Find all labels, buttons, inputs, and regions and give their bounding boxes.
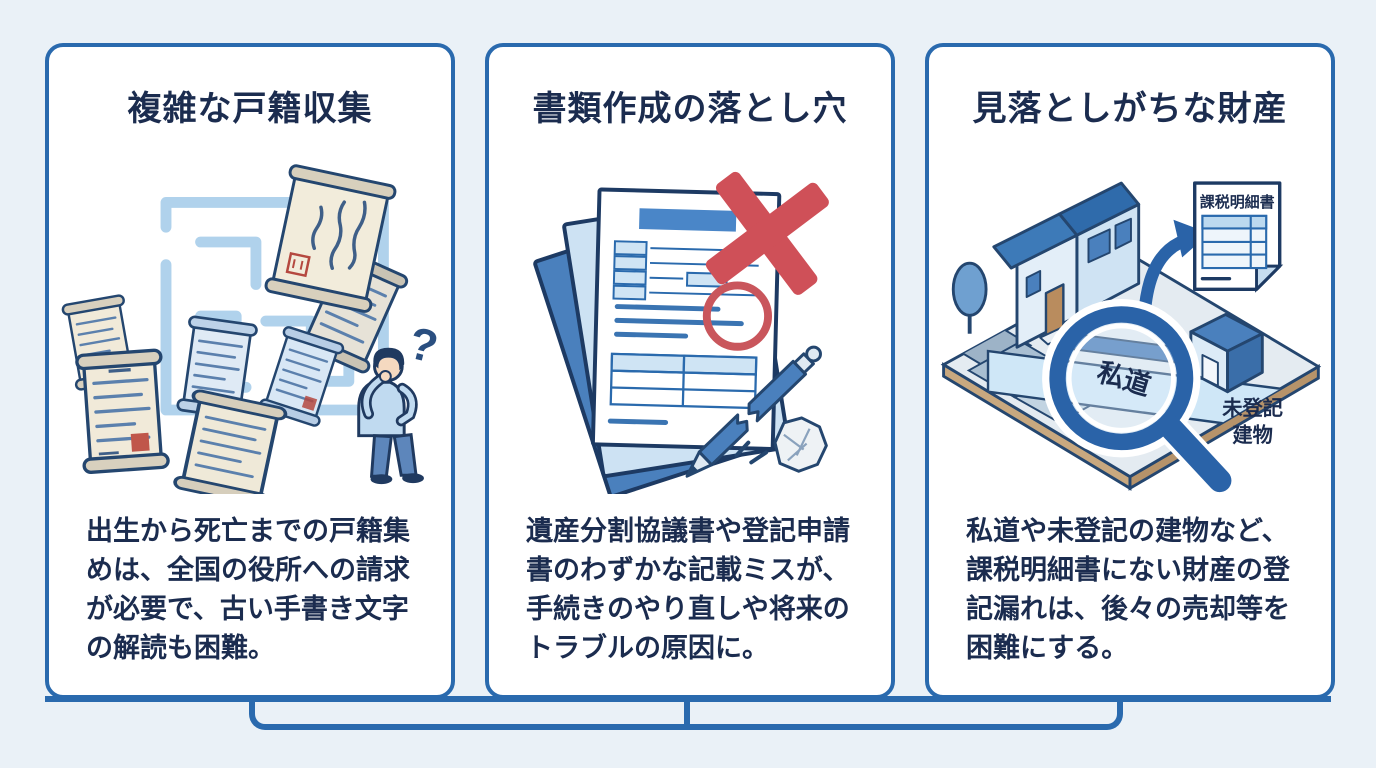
- stress-marks: [734, 440, 769, 465]
- card-description: 出生から死亡までの戸籍集めは、全国の役所への請求が必要で、古い手書き文字の解読も…: [86, 516, 410, 664]
- error-cross-icon: [705, 172, 829, 296]
- connector-center-stub: [684, 702, 690, 728]
- crumpled-paper-icon: [773, 416, 828, 473]
- tree-icon: [951, 261, 988, 334]
- magnifier-icon: [1042, 299, 1236, 495]
- question-mark-icon: ?: [404, 317, 443, 373]
- card-title: 見落としがちな財産: [972, 90, 1288, 128]
- card-title: 複雑な戸籍収集: [127, 90, 373, 128]
- land-plot: [940, 256, 1322, 492]
- koseki-scroll-right-blue: [257, 325, 346, 429]
- card-overlooked-assets: 見落としがちな財産: [925, 43, 1335, 699]
- error-circle-icon: [702, 281, 773, 351]
- card-title: 書類作成の落とし穴: [532, 90, 848, 128]
- calligraphy-scroll: [264, 164, 397, 314]
- unregistered-building-label-line2: 建物: [1232, 423, 1273, 447]
- documents-illustration: [533, 172, 829, 495]
- connector-baseline: [45, 696, 1331, 702]
- broken-pen-icon: [685, 345, 822, 478]
- unregistered-building-label-line1: 未登記: [1222, 396, 1283, 420]
- card-document-pitfalls: 書類作成の落とし穴: [485, 43, 895, 699]
- property-illustration: 未登記 建物 課税明細書: [940, 181, 1322, 495]
- card-description: 遺産分割協議書や登記申請書のわずかな記載ミスが、手続きのやり直しや将来のトラブル…: [526, 516, 850, 664]
- maze-illustration: ?: [60, 164, 443, 495]
- card-description: 私道や未登記の建物など、課税明細書にない財産の登記漏れは、後々の売却等を困難にす…: [966, 516, 1290, 664]
- tax-statement-title: 課税明細書: [1200, 193, 1275, 211]
- card-koseki-collection: 複雑な戸籍収集: [45, 43, 455, 699]
- koseki-scroll-bottom-left: [74, 348, 171, 475]
- thinking-person: ?: [357, 317, 443, 485]
- tax-statement-document: 課税明細書: [1193, 181, 1284, 294]
